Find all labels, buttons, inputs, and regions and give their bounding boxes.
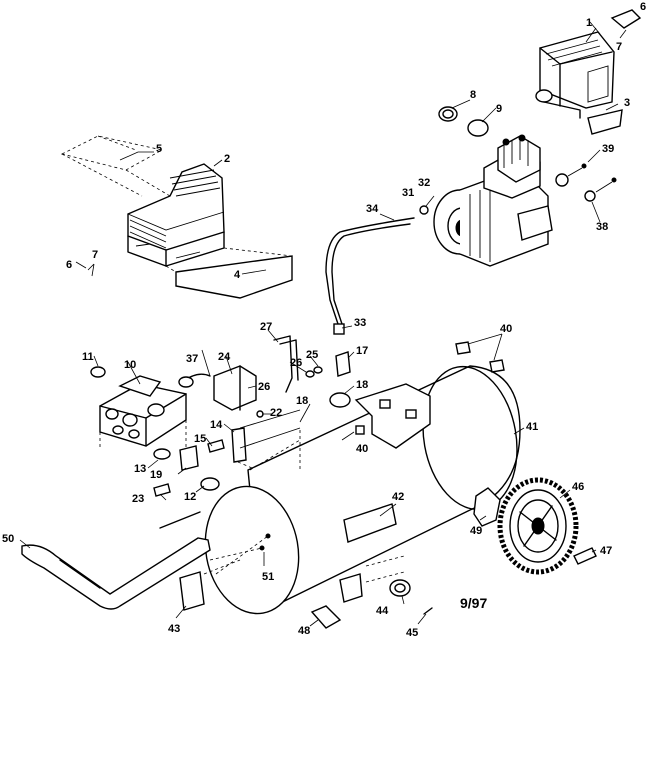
rear-shroud	[535, 27, 623, 135]
callout: 14	[210, 419, 223, 431]
bumpers-part-40	[455, 341, 505, 373]
callout: 9	[496, 103, 502, 115]
callout: 13	[134, 463, 146, 475]
callout: 43	[168, 623, 180, 635]
handle-part-50	[21, 511, 211, 610]
callout: 38	[596, 221, 608, 233]
pressure-switch-part-10	[99, 375, 187, 448]
wheel-part-46	[497, 477, 579, 575]
leader-lines	[19, 21, 619, 627]
drain-valve-parts-44-45	[389, 579, 433, 615]
callout: 17	[356, 345, 368, 357]
clip-part-6-top	[610, 9, 642, 39]
callout: 18	[296, 395, 308, 407]
callout: 1	[586, 17, 592, 29]
foot-part-48	[310, 555, 405, 629]
callout: 10	[124, 359, 136, 371]
callout: 40	[500, 323, 512, 335]
callout: 8	[470, 89, 476, 101]
date-code: 9/97	[460, 595, 487, 611]
callout: 27	[260, 321, 272, 333]
callout: 15	[194, 433, 206, 445]
bracket-part-43	[179, 559, 241, 611]
callout: 11	[82, 351, 94, 363]
screws-part-51	[209, 533, 271, 575]
callout: 3	[624, 97, 630, 109]
callout: 25	[306, 349, 318, 361]
callout-labels: 1 2 3 4 5 6 6 7 7 8 9 10 11 12 13 14 15 …	[2, 1, 646, 639]
callout: 7	[92, 249, 98, 261]
callout: 46	[572, 481, 584, 493]
front-shroud	[127, 163, 225, 267]
callout: 6	[66, 259, 72, 271]
callout: 41	[526, 421, 538, 433]
bolts-part-38-39	[555, 163, 617, 202]
callout: 40	[356, 443, 368, 455]
callout: 49	[470, 525, 482, 537]
callout: 22	[270, 407, 282, 419]
gasket-ring-part-8	[438, 106, 458, 122]
callout: 6	[640, 1, 646, 13]
callout: 50	[2, 533, 14, 545]
axle-bolt-part-47	[573, 547, 597, 565]
callout: 12	[184, 491, 196, 503]
callout: 19	[150, 469, 162, 481]
callout: 34	[366, 203, 379, 215]
callout: 24	[218, 351, 231, 363]
callout: 39	[602, 143, 614, 155]
callout: 7	[616, 41, 622, 53]
motor-pump-assembly	[419, 134, 553, 267]
callout: 32	[418, 177, 430, 189]
callout: 45	[406, 627, 418, 639]
check-valve-parts-14-15	[207, 427, 253, 469]
callout: 5	[156, 143, 162, 155]
callout: 51	[262, 571, 274, 583]
wheel-bracket-part-49	[473, 487, 501, 527]
filter-ring-part-9	[467, 119, 489, 137]
callout: 18	[356, 379, 368, 391]
nut-part-11	[90, 366, 106, 378]
callout: 31	[402, 187, 414, 199]
fittings-parts-12-13-19-23	[153, 445, 220, 497]
callout: 2	[224, 153, 230, 165]
callout: 47	[600, 545, 612, 557]
callout: 33	[354, 317, 366, 329]
pump-mount-bracket	[354, 383, 431, 449]
shroud-base-part-4	[165, 247, 293, 299]
outlet-tube-part-34	[325, 217, 415, 335]
callout: 37	[186, 353, 198, 365]
callout: 26	[290, 357, 302, 369]
guide-lines	[239, 409, 301, 449]
callout: 44	[376, 605, 389, 617]
callout: 26	[258, 381, 270, 393]
shroud-panel-part-5	[60, 135, 171, 197]
callout: 48	[298, 625, 310, 637]
callout: 4	[234, 269, 241, 281]
callout: 23	[132, 493, 144, 505]
unloader-assembly-parts-24-26-27-37	[178, 335, 323, 418]
callout: 42	[392, 491, 404, 503]
